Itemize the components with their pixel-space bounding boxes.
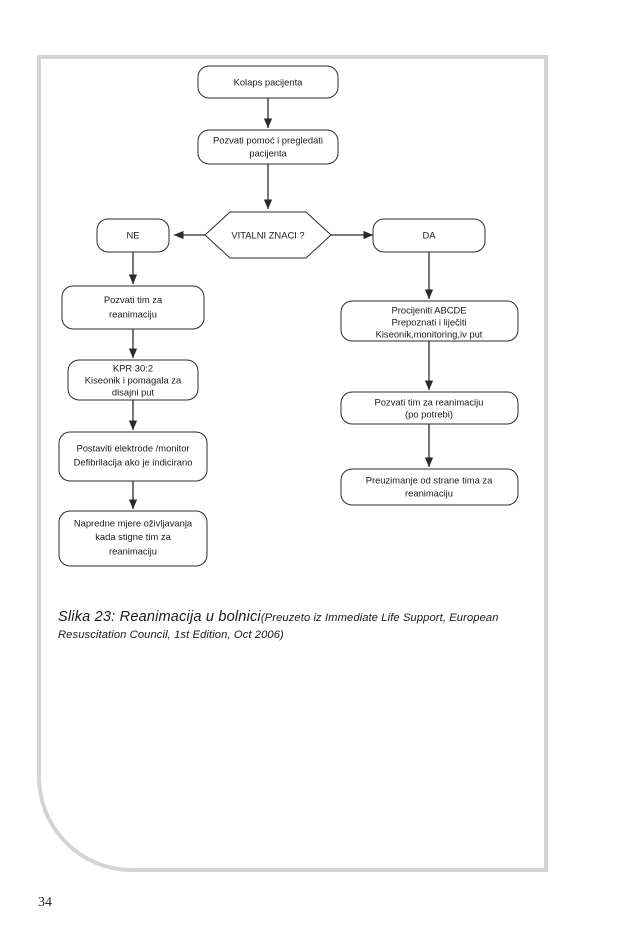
node-napredne-post: tim za bbox=[143, 531, 171, 542]
flowchart-svg: Kolaps pacijenta Pozvati pomoć i pregled… bbox=[58, 65, 519, 567]
svg-text:kada stigne tim za: kada stigne tim za bbox=[95, 531, 171, 542]
node-kpr-line2: Kiseonik i pomagala za bbox=[85, 374, 182, 385]
node-pozvati-pomoc[interactable]: Pozvati pomoć i pregledati pacijenta bbox=[197, 129, 339, 165]
node-napredne-bold: stigne bbox=[118, 531, 143, 542]
svg-text:Pozvati tim za: Pozvati tim za bbox=[104, 294, 163, 305]
node-kolaps-pacijenta[interactable]: Kolaps pacijenta bbox=[197, 65, 339, 99]
node-da-label: DA bbox=[422, 229, 436, 240]
figure-caption-source-line2: Resuscitation Council, 1st Edition, Oct … bbox=[58, 629, 284, 641]
node-napredne-line3: reanimaciju bbox=[109, 545, 157, 556]
node-po-potrebi-line1: Pozvati tim za reanimaciju bbox=[375, 396, 484, 407]
figure-caption-source-line1: (Preuzeto iz Immediate Life Support, Eur… bbox=[260, 612, 499, 624]
node-preuzimanje[interactable]: Preuzimanje od strane tima za reanimacij… bbox=[340, 468, 519, 506]
node-kpr-line1: KPR 30:2 bbox=[113, 362, 153, 373]
node-ne-label: NE bbox=[126, 229, 139, 240]
flowchart-figure: Kolaps pacijenta Pozvati pomoć i pregled… bbox=[58, 65, 519, 567]
node-abcde-line3: Kiseonik,monitoring,iv put bbox=[376, 328, 483, 339]
figure-caption-title: Slika 23: Reanimacija u bolnici bbox=[58, 609, 261, 625]
node-procijeniti-abcde[interactable]: Procijeniti ABCDE Prepoznati i liječiti … bbox=[340, 300, 519, 342]
node-pozvati-tim-po-potrebi[interactable]: Pozvati tim za reanimaciju (po potrebi) bbox=[340, 391, 519, 425]
node-kpr[interactable]: KPR 30:2 Kiseonik i pomagala za disajni … bbox=[67, 359, 199, 401]
node-elektrode-line1: Postaviti elektrode /monitor bbox=[76, 442, 189, 453]
page-number: 34 bbox=[38, 895, 52, 910]
figure-caption: Slika 23: Reanimacija u bolnici(Preuzeto… bbox=[58, 608, 538, 641]
node-da[interactable]: DA bbox=[372, 218, 486, 253]
node-preuzimanje-line1: Preuzimanje od strane tima za bbox=[366, 474, 493, 485]
node-napredne-mjere[interactable]: Napredne mjere oživljavanja kada stigne … bbox=[58, 510, 208, 567]
node-pozvati-pomoc-line1: Pozvati pomoć i pregledati bbox=[213, 134, 323, 145]
node-abcde-line2: Prepoznati i liječiti bbox=[391, 316, 466, 327]
node-kolaps-line1: Kolaps pacijenta bbox=[234, 76, 304, 87]
node-po-potrebi-line2: (po potrebi) bbox=[405, 408, 453, 419]
node-napredne-line1: Napredne mjere oživljavanja bbox=[74, 517, 193, 528]
node-napredne-pre: kada bbox=[95, 531, 118, 542]
edge-group bbox=[128, 98, 434, 510]
node-pozvati-tim-line2: reanimaciju bbox=[109, 308, 157, 319]
node-pozvati-pomoc-line2: pacijenta bbox=[249, 147, 287, 158]
node-pozvati-tim-bold: Pozvati bbox=[104, 294, 135, 305]
node-vitalni-znaci-decision[interactable]: VITALNI ZNACI ? bbox=[204, 211, 332, 259]
node-abcde-line1: Procijeniti ABCDE bbox=[391, 304, 466, 315]
node-elektrode-line2: Defibrilacija ako je indicirano bbox=[74, 456, 193, 467]
node-ne[interactable]: NE bbox=[96, 218, 170, 253]
node-pozvati-tim-rest: tim za bbox=[135, 294, 163, 305]
node-pozvati-tim-za-reanimaciju[interactable]: Pozvati tim za reanimaciju bbox=[61, 285, 205, 330]
node-elektrode-defibrilacija[interactable]: Postaviti elektrode /monitor Defibrilaci… bbox=[58, 431, 208, 482]
node-vitalni-label: VITALNI ZNACI ? bbox=[231, 229, 304, 240]
node-kpr-line3: disajni put bbox=[112, 386, 155, 397]
node-preuzimanje-line2: reanimaciju bbox=[405, 487, 453, 498]
